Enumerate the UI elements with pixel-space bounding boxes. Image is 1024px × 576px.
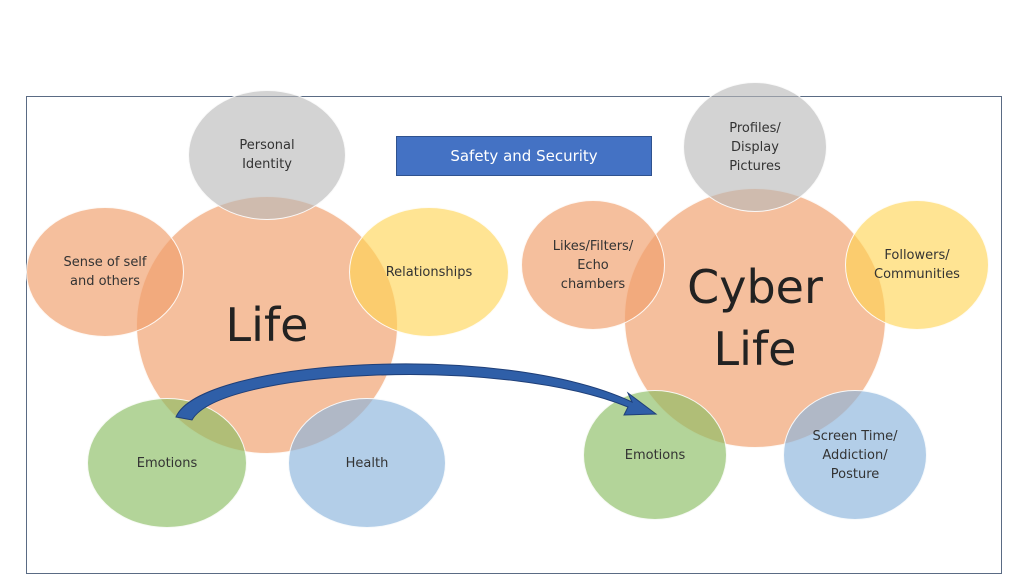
profiles-circle: Profiles/ Display Pictures [683, 82, 827, 212]
diagram-frame [26, 96, 1002, 574]
followers-circle: Followers/ Communities [845, 200, 989, 330]
profiles-label: Profiles/ Display Pictures [729, 120, 781, 174]
cyber-life-label: Cyber Life [687, 260, 823, 376]
relationships-circle: Relationships [349, 207, 509, 337]
curved-arrow-shape [175, 363, 658, 421]
safety-security-banner: Safety and Security [396, 136, 652, 176]
health-label: Health [345, 455, 389, 471]
relationships-label: Relationships [385, 264, 473, 280]
sense-of-self-label: Sense of self and others [63, 255, 147, 289]
banner-label: Safety and Security [450, 147, 598, 165]
health-circle: Health [288, 398, 446, 528]
screen-time-label: Screen Time/ Addiction/ Posture [812, 428, 898, 482]
life-emotions-label: Emotions [136, 455, 198, 471]
followers-label: Followers/ Communities [874, 248, 960, 282]
life-label: Life [225, 298, 309, 352]
cyber-emotions-circle: Emotions [583, 390, 727, 520]
likes-filters-label: Likes/Filters/ Echo chambers [552, 238, 634, 292]
likes-filters-circle: Likes/Filters/ Echo chambers [521, 200, 665, 330]
screen-time-circle: Screen Time/ Addiction/ Posture [783, 390, 927, 520]
cyber-emotions-label: Emotions [624, 447, 686, 463]
personal-identity-circle: Personal Identity [188, 90, 346, 220]
personal-identity-label: Personal Identity [239, 138, 295, 172]
sense-of-self-circle: Sense of self and others [26, 207, 184, 337]
life-emotions-circle: Emotions [87, 398, 247, 528]
